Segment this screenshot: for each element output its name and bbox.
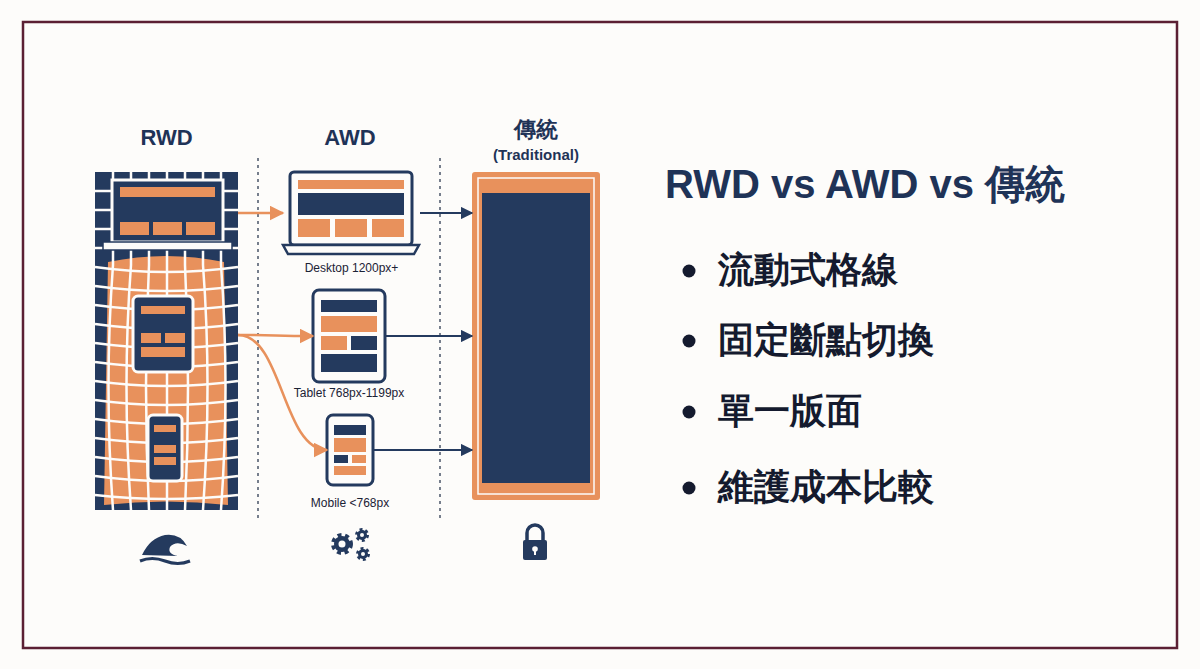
tablet-icon bbox=[133, 296, 193, 372]
breakpoint-label: Mobile <768px bbox=[250, 495, 450, 511]
bullet-dot bbox=[683, 482, 696, 495]
tablet-device-icon bbox=[351, 336, 377, 350]
tablet-icon bbox=[141, 306, 185, 314]
fluid-grid-illustration bbox=[95, 400, 238, 405]
mobile-device-icon bbox=[334, 425, 366, 435]
phone-icon bbox=[154, 445, 176, 453]
fixed-layout-illustration bbox=[472, 172, 600, 500]
wave-icon bbox=[142, 535, 187, 556]
wave-icon bbox=[140, 535, 190, 564]
mobile-device-icon bbox=[334, 466, 366, 475]
phone-icon bbox=[148, 415, 182, 481]
gear-icon bbox=[361, 552, 365, 556]
lock-icon bbox=[523, 525, 547, 560]
desktop-device-icon bbox=[298, 219, 330, 237]
laptop-icon bbox=[120, 187, 215, 197]
fluid-grid-box: RWD bbox=[95, 172, 238, 510]
bullet-item: 單一版面 bbox=[718, 389, 1138, 433]
laptop-icon bbox=[103, 242, 232, 250]
bullet-dot bbox=[683, 335, 696, 348]
fluid-grid-illustration bbox=[95, 286, 238, 291]
mapping-arrow bbox=[373, 449, 472, 451]
fluid-grid-illustration bbox=[95, 172, 238, 510]
fixed-layout-illustration bbox=[472, 172, 600, 500]
desktop-device-icon bbox=[298, 180, 404, 189]
device-box: Mobile <768px bbox=[327, 415, 373, 485]
tablet-device-icon bbox=[321, 300, 377, 312]
mapping-arrow bbox=[420, 212, 472, 214]
tablet-device-icon bbox=[313, 290, 385, 382]
bullet-dot bbox=[683, 406, 696, 419]
tablet-icon bbox=[165, 333, 185, 343]
mobile-device-icon bbox=[327, 415, 373, 485]
tablet-icon bbox=[141, 347, 185, 357]
column-heading: RWD bbox=[67, 125, 267, 151]
gear-icon bbox=[334, 530, 368, 559]
desktop-device-icon bbox=[283, 172, 419, 254]
laptop-icon bbox=[153, 222, 182, 235]
tablet-icon bbox=[133, 296, 193, 372]
desktop-device-icon bbox=[290, 172, 412, 245]
fluid-grid-illustration bbox=[95, 172, 238, 510]
fixed-layout-illustration bbox=[482, 193, 590, 483]
bullet-item: 固定斷點切換 bbox=[718, 318, 1138, 362]
phone-icon bbox=[154, 457, 176, 465]
lock-icon bbox=[527, 525, 543, 541]
gear-icon bbox=[358, 549, 368, 559]
page-border bbox=[23, 22, 1177, 648]
connector-layer bbox=[238, 213, 472, 450]
desktop-device-icon bbox=[283, 245, 419, 254]
gear-icon bbox=[357, 530, 367, 540]
tablet-device-icon bbox=[321, 336, 347, 350]
laptop-icon bbox=[112, 180, 223, 242]
fluid-grid-illustration bbox=[95, 267, 238, 272]
device-box: Tablet 768px-1199px bbox=[313, 290, 385, 382]
flow-arrow bbox=[238, 335, 313, 336]
breakpoint-label: Desktop 1200px+ bbox=[252, 260, 452, 276]
slide-title: RWD vs AWD vs 傳統 bbox=[665, 158, 1065, 210]
laptop-icon bbox=[186, 222, 215, 235]
bullet-dot bbox=[683, 265, 696, 495]
fixed-layout-box: 傳統(Traditional) bbox=[472, 172, 600, 500]
column-divider bbox=[258, 158, 440, 520]
tablet-icon bbox=[141, 333, 161, 343]
gear-icon bbox=[360, 533, 364, 537]
fluid-grid-illustration bbox=[95, 172, 238, 510]
flow-arrow bbox=[238, 212, 283, 215]
mobile-device-icon bbox=[327, 415, 373, 485]
bullet-item: 流動式格線 bbox=[718, 248, 1138, 292]
phone-icon bbox=[154, 425, 176, 432]
mapping-arrow bbox=[385, 335, 472, 337]
mobile-device-icon bbox=[352, 455, 366, 463]
tablet-device-icon bbox=[313, 290, 385, 382]
bullet-item: 維護成本比較 bbox=[718, 465, 1138, 509]
bullet-dot bbox=[683, 265, 696, 278]
column-heading: AWD bbox=[300, 125, 400, 151]
page-border bbox=[23, 22, 1177, 648]
tablet-device-icon bbox=[321, 354, 377, 372]
desktop-device-icon bbox=[372, 219, 404, 237]
lock-icon bbox=[534, 550, 536, 555]
desktop-device-icon bbox=[298, 193, 404, 215]
column-heading: 傳統 bbox=[436, 117, 636, 143]
fluid-grid-illustration bbox=[95, 495, 238, 499]
mobile-device-icon bbox=[334, 438, 366, 452]
laptop-icon bbox=[120, 222, 149, 235]
desktop-device-icon bbox=[335, 219, 367, 237]
gear-icon bbox=[334, 536, 350, 552]
gear-icon bbox=[339, 541, 346, 548]
device-box: Desktop 1200px+ bbox=[283, 172, 420, 254]
tablet-device-icon bbox=[321, 316, 377, 332]
laptop-icon bbox=[103, 180, 232, 250]
phone-icon bbox=[148, 415, 182, 481]
fluid-grid-illustration bbox=[95, 381, 238, 386]
wave-icon bbox=[140, 559, 190, 564]
mobile-device-icon bbox=[334, 455, 348, 463]
breakpoint-label: Tablet 768px-1199px bbox=[249, 385, 449, 401]
fixed-layout-illustration bbox=[478, 178, 594, 494]
lock-icon bbox=[523, 540, 547, 560]
column-subheading: (Traditional) bbox=[436, 146, 636, 164]
